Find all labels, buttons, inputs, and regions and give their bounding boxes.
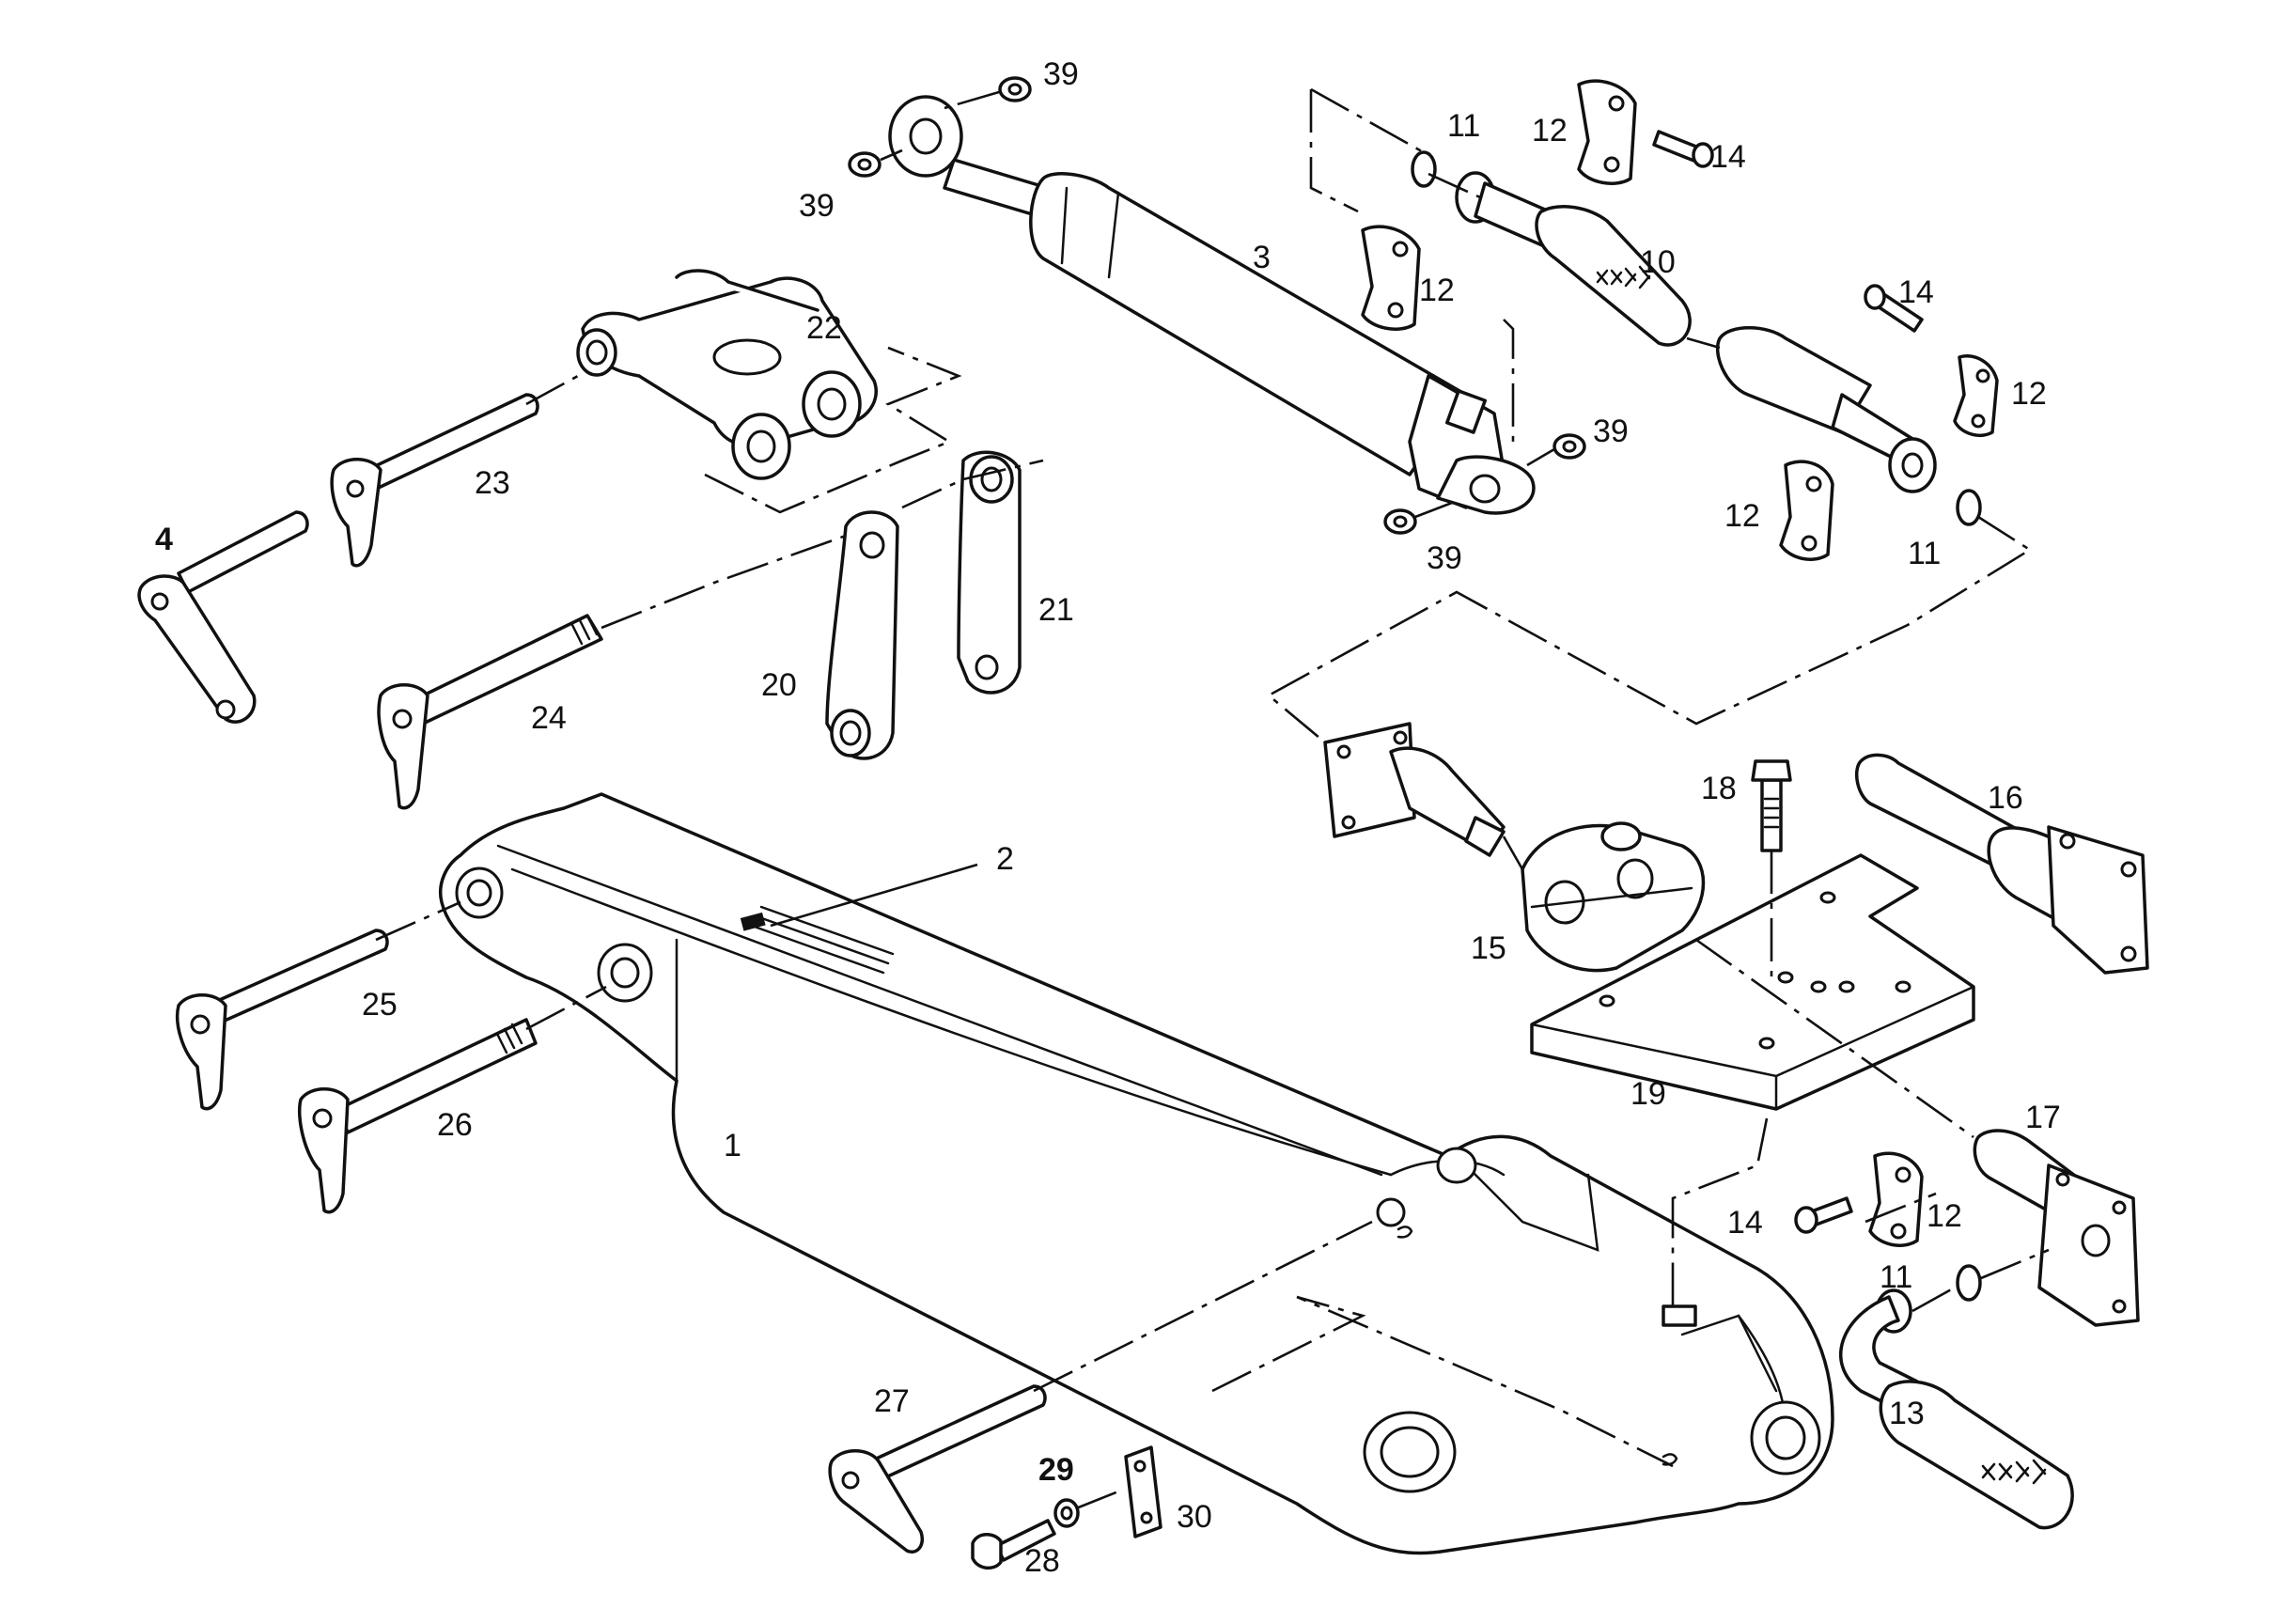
- callout-39-bottom: 39: [1427, 540, 1462, 576]
- part-16-hose-flange: [1854, 753, 2149, 975]
- callout-27: 27: [874, 1383, 910, 1419]
- part-2-decal: [740, 863, 978, 975]
- callout-15: 15: [1471, 930, 1506, 966]
- callout-14-middle: 14: [1898, 274, 1934, 310]
- part-10-hose-upper: [1455, 171, 1692, 347]
- callout-13: 13: [1889, 1396, 1925, 1431]
- callout-39-right: 39: [1593, 414, 1629, 449]
- callout-21: 21: [1038, 592, 1074, 628]
- callout-4: 4: [155, 522, 173, 557]
- callout-12-middle: 12: [1724, 498, 1760, 534]
- part-23-pin: [330, 393, 539, 568]
- callout-12-top: 12: [1532, 113, 1568, 148]
- part-39-washers: [848, 76, 1586, 535]
- part-26-pin: [297, 1018, 538, 1214]
- part-28-bolt: [971, 1519, 1056, 1570]
- callout-20: 20: [761, 667, 797, 703]
- part-14-bolts: [1652, 130, 1924, 1234]
- callout-2: 2: [996, 841, 1014, 877]
- callout-16: 16: [1988, 780, 2023, 816]
- part-18-bolt: [1751, 759, 1792, 852]
- callout-1: 1: [724, 1128, 741, 1163]
- callout-11-bottom: 11: [1880, 1259, 1912, 1295]
- part-29-washer: [1053, 1498, 1080, 1528]
- part-19-mounting-plate: [1530, 853, 1975, 1111]
- part-21-link: [957, 450, 1022, 695]
- callout-29: 29: [1038, 1452, 1074, 1488]
- callout-12-left: 12: [1419, 273, 1455, 308]
- callout-3: 3: [1253, 240, 1271, 275]
- callout-11-middle: 11: [1908, 536, 1941, 571]
- callout-14-top: 14: [1710, 139, 1746, 175]
- part-13-hose-elbow: [1839, 1288, 2074, 1530]
- assembly-leader-lines: [375, 87, 2050, 1510]
- callout-39-top-right: 39: [1043, 56, 1079, 92]
- callout-labels: 1 2 3 4 10 11 11 11 12 12 12 12 12 13 14…: [155, 56, 2061, 1579]
- callout-19: 19: [1630, 1076, 1666, 1112]
- part-22-link-assembly: [576, 269, 878, 480]
- callout-25: 25: [362, 987, 398, 1023]
- callout-30: 30: [1177, 1499, 1212, 1535]
- callout-39-top-left: 39: [799, 188, 835, 224]
- callout-22: 22: [806, 310, 842, 346]
- callout-17: 17: [2025, 1100, 2061, 1135]
- callout-18: 18: [1701, 771, 1737, 806]
- part-10-hose-lower-section: [1715, 326, 1937, 493]
- part-1-boom-arm: [439, 792, 1834, 1555]
- part-hose-flange-left: [1323, 722, 1506, 857]
- part-15-clamp: [1521, 821, 1706, 973]
- part-3-hydraulic-cylinder: [888, 95, 1536, 515]
- callout-14-bottom: 14: [1727, 1205, 1763, 1241]
- part-24-pin: [377, 614, 603, 810]
- callout-26: 26: [437, 1107, 473, 1143]
- callout-10: 10: [1640, 244, 1676, 280]
- part-17-flange-fitting: [1973, 1129, 2140, 1327]
- callout-12-bottom: 12: [1927, 1198, 1962, 1234]
- callout-23: 23: [475, 465, 510, 501]
- callout-28: 28: [1024, 1543, 1060, 1579]
- part-27-pin: [828, 1384, 1047, 1554]
- part-11-o-rings: [1411, 150, 1982, 1302]
- part-30-plate: [1124, 1445, 1162, 1538]
- callout-11-top: 11: [1447, 108, 1480, 144]
- part-4-pin: [137, 510, 309, 724]
- callout-24: 24: [531, 700, 567, 736]
- callout-12-right: 12: [2011, 376, 2047, 412]
- part-25-pin: [176, 929, 389, 1111]
- part-12-split-flanges: [1361, 79, 1999, 1247]
- part-20-link: [825, 510, 899, 760]
